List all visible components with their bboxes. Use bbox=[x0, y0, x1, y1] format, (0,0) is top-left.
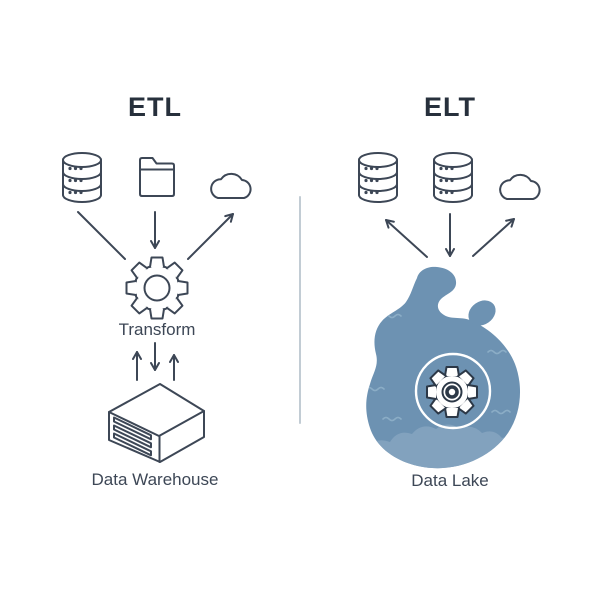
database-icon bbox=[62, 152, 102, 203]
arrow-lake-to-database bbox=[385, 219, 428, 258]
data-warehouse-label: Data Warehouse bbox=[91, 470, 219, 489]
elt-panel bbox=[358, 152, 541, 469]
elt-arrows bbox=[385, 213, 515, 258]
etl-source-arrows bbox=[77, 211, 234, 260]
etl-load-arrows bbox=[132, 342, 179, 381]
data-lake-label: Data Lake bbox=[411, 471, 489, 490]
lake-gear-ring bbox=[414, 352, 492, 430]
etl-title: ETL bbox=[128, 92, 182, 122]
elt-title: ELT bbox=[424, 92, 476, 122]
warehouse-icon bbox=[108, 383, 205, 463]
cloud-icon bbox=[210, 172, 252, 199]
database-icon bbox=[358, 152, 398, 203]
transform-gear-icon bbox=[125, 256, 189, 320]
database-icon bbox=[433, 152, 473, 203]
folder-icon bbox=[139, 157, 175, 197]
center-divider bbox=[299, 196, 301, 424]
data-lake-blob bbox=[366, 266, 521, 469]
lake-gear-icon bbox=[426, 366, 478, 418]
data-lake-droplet bbox=[468, 300, 496, 326]
arrow-lake-to-cloud bbox=[472, 218, 515, 257]
line-database-to-transform bbox=[77, 211, 126, 260]
transform-label: Transform bbox=[118, 320, 196, 339]
cloud-icon bbox=[499, 173, 541, 200]
arrow-transform-to-cloud bbox=[187, 213, 234, 260]
etl-panel bbox=[62, 152, 252, 463]
